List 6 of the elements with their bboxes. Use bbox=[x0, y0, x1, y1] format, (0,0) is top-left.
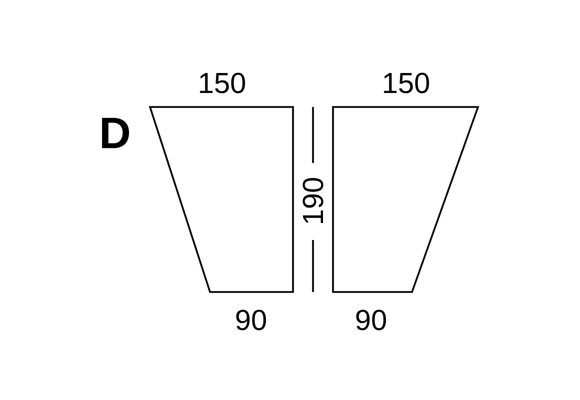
panel-letter: D bbox=[102, 118, 130, 148]
dimension-label: 90 bbox=[356, 310, 386, 330]
dimension-label: 150 bbox=[384, 72, 430, 94]
dimension-label: 190 bbox=[302, 178, 324, 223]
dimension-label: 150 bbox=[200, 72, 246, 94]
dimension-label: 90 bbox=[236, 310, 266, 330]
